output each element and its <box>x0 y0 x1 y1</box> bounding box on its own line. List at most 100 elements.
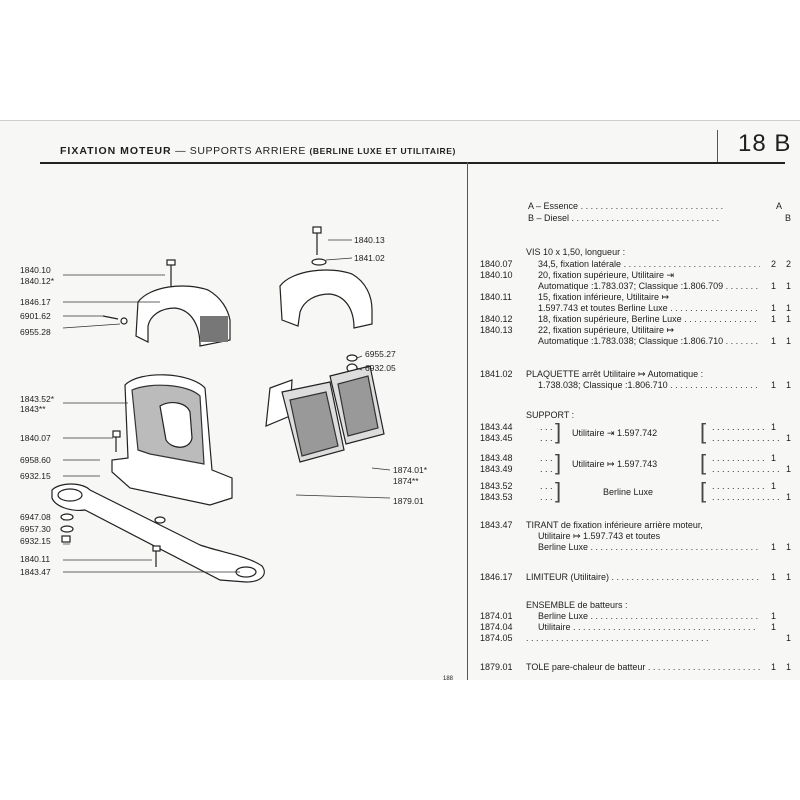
catalog-page: FIXATION MOTEUR — SUPPORTS ARRIERE (BERL… <box>0 120 800 682</box>
ref-1840-13: 1840.13 <box>354 235 385 245</box>
entry-description-text: 20, fixation supérieure, Utilitaire ⇥ <box>538 270 675 280</box>
bolt-1840-07 <box>112 430 121 452</box>
tail-description-text: LIMITEUR (Utilitaire) <box>526 572 610 582</box>
tail-description-text: TOLE pare-chaleur de batteur <box>526 662 646 672</box>
bracket: ] <box>555 450 562 475</box>
ref-1841-02: 1841.02 <box>354 253 385 263</box>
tail-qty-b: 1 <box>786 572 792 582</box>
support-q2: 1 <box>786 433 792 443</box>
ref-1840-12: 1840.12* <box>20 276 55 286</box>
ref-6957-30: 6957.30 <box>20 524 51 534</box>
legend-b-code: B <box>785 213 792 223</box>
bolt-1840-11 <box>152 545 161 567</box>
limiteur-right <box>279 269 373 329</box>
ref-1843-52: 1843.52* <box>20 394 55 404</box>
legend-b: B – Diesel . . . . . . . . . . . . . . .… <box>528 213 720 223</box>
entry-ref-number: 1840.13 <box>480 325 513 335</box>
ref-6955-27: 6955.27 <box>365 349 396 359</box>
ref-6901-62: 6901.62 <box>20 311 51 321</box>
entry-qty-b: 2 <box>786 259 792 269</box>
entry-description: Automatique :1.783.038; Classique :1.806… <box>538 336 760 347</box>
support-leader: . . . . . . . . . . . <box>712 481 765 491</box>
tail-description: TIRANT de fixation inférieure arrière mo… <box>526 520 703 531</box>
entry-qty-a: 1 <box>771 314 777 324</box>
entry-qty-b: 1 <box>786 281 792 291</box>
entry-ref-number: 1840.12 <box>480 314 513 324</box>
legend-a-code: A <box>776 201 783 211</box>
tail-qty-a: 1 <box>771 622 777 632</box>
tail-description: . . . . . . . . . . . . . . . . . . . . … <box>526 633 760 644</box>
dot-leader: . . . . . . . . . . . . . . . . . . . . … <box>588 542 760 552</box>
batteurs-1874 <box>265 365 385 463</box>
entry-description: 22, fixation supérieure, Utilitaire ↦ <box>538 325 674 336</box>
entry-description: Automatique :1.783.037; Classique :1.806… <box>538 281 760 292</box>
support-leader: . . . . . . . . . . . . . . <box>712 492 780 502</box>
entry-ref-number: 1840.10 <box>480 270 513 280</box>
support-leader: . . . . . . . . . . . <box>712 453 765 463</box>
entry-description-text: PLAQUETTE arrêt Utilitaire ↦ Automatique… <box>526 369 704 379</box>
ref-1879-01: 1879.01 <box>393 496 424 506</box>
entry-description: 1.738.038; Classique :1.806.710 . . . . … <box>538 380 760 391</box>
entry-description: 18, fixation supérieure, Berline Luxe . … <box>538 314 760 325</box>
entry-description: VIS 10 x 1,50, longueur : <box>526 247 625 258</box>
entry-description-text: 18, fixation supérieure, Berline Luxe <box>538 314 682 324</box>
bracket: [ <box>700 419 707 444</box>
tirant-1843-47 <box>51 483 265 583</box>
entry-qty-a: 1 <box>771 380 777 390</box>
dot-leader: . . . . . . . . . . . . . . . . . . . . … <box>526 633 709 643</box>
support-q5: 1 <box>771 481 777 491</box>
entry-qty-b: 1 <box>786 380 792 390</box>
exploded-view-illustration <box>51 226 391 583</box>
entry-description-text: 34,5, fixation latérale <box>538 259 622 269</box>
tail-description-text: TIRANT de fixation inférieure arrière mo… <box>526 520 703 530</box>
entry-description-text: 15, fixation inférieure, Utilitaire ↦ <box>538 292 670 302</box>
dot-leader: . . . . . . . . . . . . . . . . . . . . … <box>570 622 756 632</box>
title-sub: — SUPPORTS ARRIERE <box>171 145 310 157</box>
entry-description-text: VIS 10 x 1,50, longueur : <box>526 247 626 257</box>
ref-1840-11: 1840.11 <box>20 554 51 564</box>
entry-qty-b: 1 <box>786 314 792 324</box>
entry-description: 34,5, fixation latérale . . . . . . . . … <box>538 259 760 270</box>
entry-description: 20, fixation supérieure, Utilitaire ⇥ <box>538 270 674 281</box>
ref-1846-17: 1846.17 <box>20 297 51 307</box>
support-dots: . . . <box>540 453 553 463</box>
tail-ref-number: 1879.01 <box>480 662 513 672</box>
page-number: 18 B <box>738 130 792 157</box>
support-q6: 1 <box>786 492 792 502</box>
column-divider <box>467 162 468 680</box>
tail-description: LIMITEUR (Utilitaire) . . . . . . . . . … <box>526 572 760 583</box>
ref-6932-05: 6932.05 <box>365 363 396 373</box>
tail-ref-number: 1843.47 <box>480 520 513 530</box>
ref-1840-10: 1840.10 <box>20 265 51 275</box>
tail-qty-b: 1 <box>786 633 792 643</box>
bracket: [ <box>700 478 707 503</box>
support-group-1: Utilitaire ⇥ 1.597.742 <box>572 428 658 438</box>
support-q4: 1 <box>786 464 792 474</box>
tail-description-text: Utilitaire <box>538 622 571 632</box>
title-main: FIXATION MOTEUR <box>60 145 172 157</box>
tail-ref-number: 1846.17 <box>480 572 513 582</box>
support-num-1: 1843.44 <box>480 422 513 432</box>
support-num-5: 1843.52 <box>480 481 513 491</box>
tail-description: Utilitaire . . . . . . . . . . . . . . .… <box>538 622 760 633</box>
entry-ref-number: 1841.02 <box>480 369 513 379</box>
dot-leader: . . . . . . . . . . . . . . . . . . . . … <box>623 259 760 269</box>
ref-1874: 1874** <box>393 476 419 486</box>
dot-leader: . . . . . . . . . . . . . . . . . . . . … <box>611 572 760 582</box>
legend-a: A – Essence . . . . . . . . . . . . . . … <box>528 201 724 211</box>
tail-qty-b: 1 <box>786 542 792 552</box>
ref-1874-01: 1874.01* <box>393 465 428 475</box>
tail-description-text: ENSEMBLE de batteurs : <box>526 600 628 610</box>
entry-qty-b: 1 <box>786 336 792 346</box>
support-leader: . . . . . . . . . . . . . . <box>712 433 780 443</box>
tail-description: Berline Luxe . . . . . . . . . . . . . .… <box>538 542 760 553</box>
tail-ref-number: 1874.05 <box>480 633 513 643</box>
entry-ref-number: 1840.11 <box>480 292 512 302</box>
ref-6932-15-b: 6932.15 <box>20 536 51 546</box>
dot-leader: . . . . . . . . . . . . . . . . . . . . … <box>725 336 760 346</box>
support-dots: . . . <box>540 481 553 491</box>
entry-description: 1.597.743 et toutes Berline Luxe . . . .… <box>538 303 760 314</box>
entry-description: PLAQUETTE arrêt Utilitaire ↦ Automatique… <box>526 369 703 380</box>
tail-description: TOLE pare-chaleur de batteur . . . . . .… <box>526 662 760 673</box>
entry-qty-a: 2 <box>771 259 777 269</box>
